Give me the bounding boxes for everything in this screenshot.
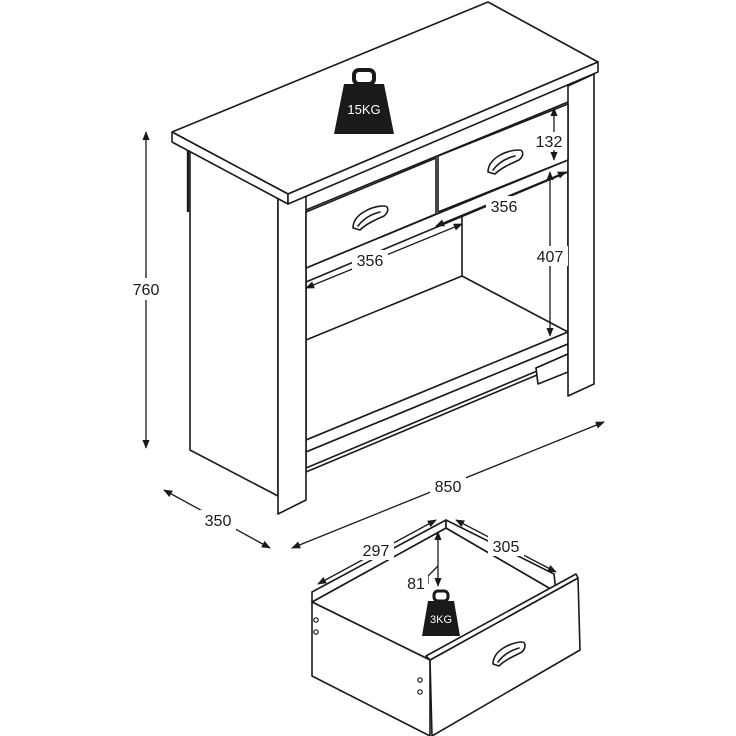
upper-drawer-width-label: 356 (491, 199, 518, 216)
weight-15kg-label: 15KG (347, 102, 380, 117)
lower-drawer-width-label: 356 (357, 253, 384, 270)
drawer-depth-label: 305 (493, 539, 520, 556)
drawer-width-label: 297 (363, 543, 390, 560)
width-dimension-label: 850 (435, 479, 462, 496)
drawer-face-height-label: 132 (536, 134, 563, 151)
left-side-panel (189, 149, 279, 497)
right-drawer-handle-icon (487, 149, 524, 175)
weight-3kg-label: 3KG (430, 614, 452, 626)
weight-15kg-icon: 15KG (334, 68, 394, 134)
depth-dimension-label: 350 (205, 513, 232, 530)
drawer-front-handle-icon (492, 641, 526, 667)
front-left-leg (277, 185, 307, 515)
weight-3kg-icon: 3KG (422, 589, 460, 636)
front-right-leg (567, 73, 595, 397)
drawer-height-label: 81 (407, 576, 425, 593)
height-dimension-label: 760 (133, 282, 160, 299)
drawer-left-side (311, 601, 431, 736)
shelf-opening-height-label: 407 (537, 249, 564, 266)
